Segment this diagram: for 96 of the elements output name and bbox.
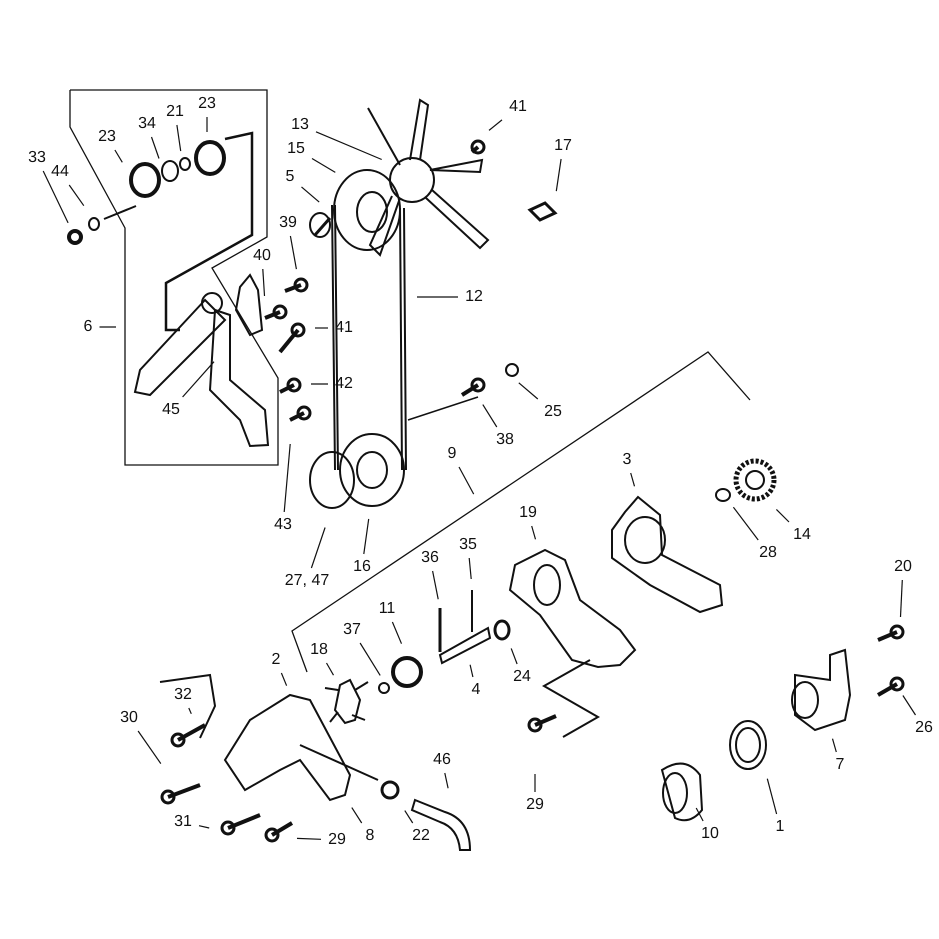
callout-number: 22 (412, 827, 430, 845)
callout-number: 4 (472, 681, 480, 699)
callout-number: 32 (174, 686, 192, 704)
callout-number: 29 (526, 796, 544, 814)
leader-line (432, 570, 439, 600)
leader-line (360, 642, 381, 676)
callout-number: 14 (793, 526, 811, 544)
leader-line (262, 268, 266, 296)
callout-number: 28 (759, 544, 777, 562)
callout-number: 40 (253, 247, 271, 265)
callout-number: 1 (776, 818, 784, 836)
callout-number: 45 (162, 401, 180, 419)
leader-line (301, 186, 320, 203)
leader-line (114, 150, 123, 163)
leader-line (176, 124, 182, 152)
callout-number: 38 (496, 431, 514, 449)
leader-line (518, 382, 538, 400)
callout-number: 12 (465, 288, 483, 306)
callout-number: 19 (519, 504, 537, 522)
leader-line (182, 361, 214, 398)
leader-line (630, 472, 636, 486)
leader-line (766, 778, 778, 814)
leader-line (68, 184, 84, 206)
callout-number: 29 (328, 831, 346, 849)
callout-number: 15 (287, 140, 305, 158)
callout-number: 13 (291, 116, 309, 134)
leader-line (902, 695, 916, 716)
callout-number: 26 (915, 719, 933, 737)
callout-number: 31 (174, 813, 192, 831)
leader-line (417, 296, 458, 298)
callout-number: 21 (166, 103, 184, 121)
callout-number: 36 (421, 549, 439, 567)
callout-number: 33 (28, 149, 46, 167)
callout-number: 9 (448, 445, 456, 463)
callout-number: 3 (622, 451, 632, 469)
leader-line (392, 622, 402, 644)
leader-line (482, 404, 498, 428)
leader-line (198, 825, 210, 829)
leader-line (326, 662, 334, 676)
leader-line (42, 170, 69, 224)
callout-number: 41 (509, 98, 527, 116)
callout-number: 24 (513, 668, 531, 686)
leader-line (531, 526, 536, 540)
leader-line (900, 580, 903, 618)
leader-line (696, 808, 704, 822)
leader-line (351, 807, 362, 824)
callout-number: 39 (279, 214, 297, 232)
leader-line (458, 466, 474, 494)
callout-number: 23 (98, 128, 116, 146)
callout-number: 46 (433, 751, 451, 769)
callout-number: 44 (51, 163, 69, 181)
leader-line (732, 506, 759, 540)
callout-number: 16 (353, 558, 371, 576)
callout-number: 8 (366, 827, 374, 845)
callout-number: 18 (310, 641, 328, 659)
leader-line (290, 236, 297, 270)
leader-line (138, 730, 162, 764)
callout-number: 30 (120, 709, 138, 727)
leader-line (315, 327, 328, 329)
leader-line (534, 774, 536, 792)
callout-number: 20 (894, 558, 912, 576)
leader-line (776, 508, 790, 522)
callout-number: 17 (554, 137, 572, 155)
callout-number: 25 (544, 403, 562, 421)
leader-line (310, 527, 326, 568)
leader-line (312, 158, 336, 173)
callout-number: 10 (701, 825, 719, 843)
leader-line (150, 136, 160, 159)
callout-number: 5 (286, 168, 294, 186)
leader-line (510, 648, 518, 664)
callout-number: 35 (459, 536, 477, 554)
leader-line (206, 117, 208, 132)
leader-line (316, 131, 382, 160)
leader-line (188, 708, 192, 714)
leader-line (556, 158, 562, 192)
callout-number: 6 (84, 318, 92, 336)
leader-line (404, 810, 414, 824)
leader-line (363, 518, 370, 554)
leader-line (468, 558, 472, 580)
callout-number: 11 (378, 600, 396, 618)
leader-line (284, 444, 291, 512)
callout-number: 43 (274, 516, 292, 534)
leader-line (311, 383, 328, 385)
callout-number: 37 (343, 621, 361, 639)
leader-line (488, 119, 502, 131)
leader-line (100, 326, 116, 328)
leader-line (280, 672, 288, 686)
leader-line (832, 738, 837, 752)
callout-number: 23 (198, 95, 216, 113)
leader-line (470, 664, 474, 678)
leader-line (296, 838, 322, 840)
callout-number: 27, 47 (284, 572, 330, 590)
leader-line (444, 772, 449, 788)
callout-number: 2 (272, 651, 280, 669)
callout-number: 7 (836, 756, 844, 774)
callout-number: 34 (138, 115, 156, 133)
